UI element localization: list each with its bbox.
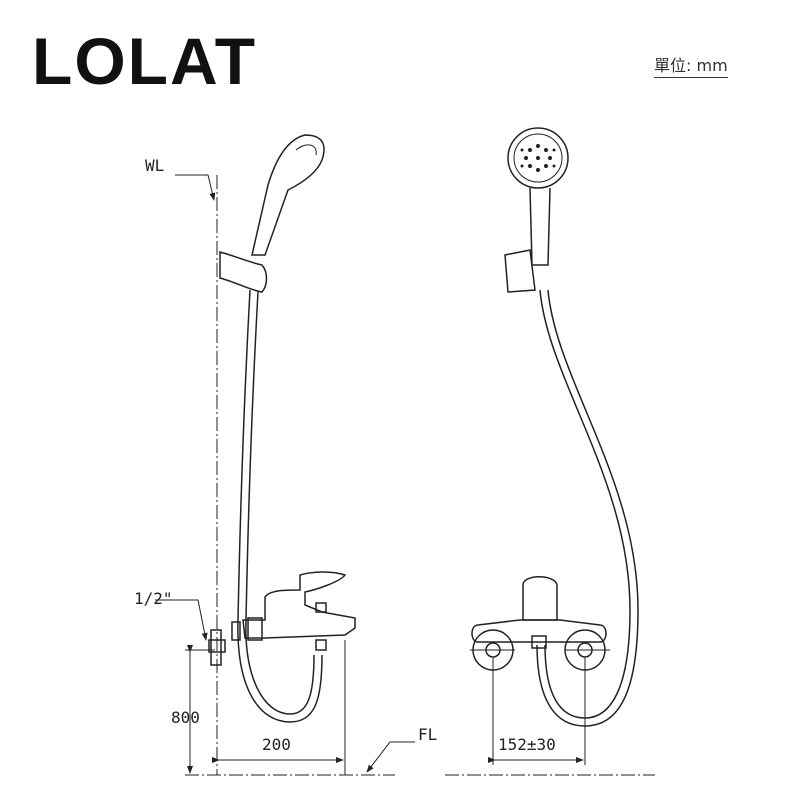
height-dimension: 800 [171, 708, 200, 727]
fl-label: FL [418, 725, 437, 744]
hose-side [237, 289, 323, 723]
unit-label: 單位: mm [654, 52, 728, 78]
inlet-size-label: 1/2" [134, 589, 173, 608]
hose-front [539, 289, 631, 719]
faucet-front [522, 576, 558, 621]
faucet-side [242, 571, 356, 639]
shower-holder-side [219, 251, 268, 293]
wl-label: WL [145, 156, 164, 175]
shower-holder-front [504, 249, 536, 293]
hand-shower-side [251, 134, 325, 256]
projection-dimension: 200 [262, 735, 291, 754]
hand-shower-front [507, 127, 569, 189]
fl-leader [366, 741, 415, 773]
front-view [445, 127, 655, 776]
wl-leader [175, 174, 216, 201]
side-view [155, 134, 415, 776]
center-distance-dimension: 152±30 [498, 735, 556, 754]
brand-logo: LOLAT [32, 24, 258, 98]
